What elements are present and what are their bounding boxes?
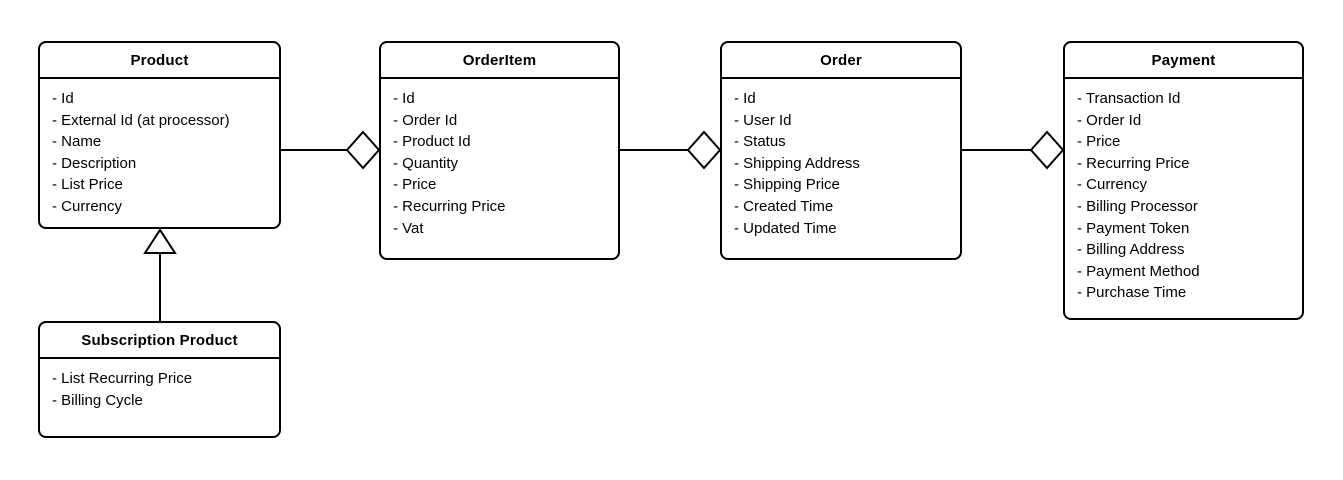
class-box-product: Product - Id - External Id (at processor)… <box>38 41 281 229</box>
class-attribute: - Updated Time <box>734 219 837 237</box>
class-title-orderitem: OrderItem <box>381 43 618 79</box>
class-attribute: - Currency <box>1077 176 1148 194</box>
class-attribute: - List Recurring Price <box>52 370 193 387</box>
class-attribute: - Price <box>393 176 437 194</box>
class-attribute: - Order Id <box>1077 111 1142 129</box>
class-attribute: - Quantity <box>393 154 459 172</box>
hollow-diamond-marker-icon <box>686 130 722 170</box>
class-attribute: - Created Time <box>734 197 834 215</box>
class-attributes-payment: - Transaction Id - Order Id - Price - Recur… <box>1065 79 1302 304</box>
class-attribute: - External Id (at processor) <box>52 111 230 129</box>
class-attribute: - Description <box>52 154 137 172</box>
class-title-product: Product <box>40 43 279 79</box>
class-title-subscription-product: Subscription Product <box>40 323 279 359</box>
class-attribute: - Shipping Price <box>734 176 840 194</box>
class-attribute: - Billing Cycle <box>52 391 143 409</box>
class-attribute: - List Price <box>52 176 123 194</box>
hollow-triangle-marker-icon <box>143 228 177 254</box>
class-attributes-product: - Id - External Id (at processor) - Name - … <box>40 79 279 218</box>
class-attribute: - Id <box>52 90 74 107</box>
class-attribute: - Status <box>734 133 786 151</box>
class-attributes-orderitem: - Id - Order Id - Product Id - Quantity - Pr… <box>381 79 618 239</box>
class-attribute: - Recurring Price <box>1077 154 1190 172</box>
class-attribute: - Currency <box>52 197 123 215</box>
class-attribute: - Product Id <box>393 133 471 151</box>
class-attribute: - Billing Address <box>1077 241 1185 259</box>
class-box-order: Order - Id - User Id - Status - Shipping Ad… <box>720 41 962 260</box>
class-box-orderitem: OrderItem - Id - Order Id - Product Id - Qu… <box>379 41 620 260</box>
hollow-diamond-marker-icon <box>345 130 381 170</box>
class-attribute: - Shipping Address <box>734 154 860 172</box>
class-attribute: - Purchase Time <box>1077 284 1187 302</box>
class-attribute: - Vat <box>393 219 424 237</box>
class-attribute: - Id <box>734 90 756 107</box>
class-box-subscription-product: Subscription Product - List Recurring Pr… <box>38 321 281 438</box>
class-attribute: - Billing Processor <box>1077 197 1198 215</box>
class-attribute: - Order Id <box>393 111 458 129</box>
class-attribute: - Id <box>393 90 415 107</box>
connector-subscriptionproduct-product-generalization <box>143 228 177 321</box>
class-attribute: - Payment Token <box>1077 219 1190 237</box>
class-attribute: - Name <box>52 133 102 151</box>
connector-product-orderitem <box>281 130 381 170</box>
class-attribute: - Transaction Id <box>1077 90 1181 107</box>
class-attribute: - Recurring Price <box>393 197 506 215</box>
class-title-order: Order <box>722 43 960 79</box>
class-attribute: - User Id <box>734 111 792 129</box>
class-box-payment: Payment - Transaction Id - Order Id - Pric… <box>1063 41 1304 320</box>
hollow-diamond-marker-icon <box>1029 130 1065 170</box>
class-attributes-order: - Id - User Id - Status - Shipping Address -… <box>722 79 960 239</box>
class-attribute: - Price <box>1077 133 1121 151</box>
class-attribute: - Payment Method <box>1077 262 1200 280</box>
class-attributes-subscription-product: - List Recurring Price - Billing Cycle <box>40 359 279 411</box>
connector-order-payment <box>962 130 1065 170</box>
connector-orderitem-order <box>620 130 722 170</box>
class-title-payment: Payment <box>1065 43 1302 79</box>
